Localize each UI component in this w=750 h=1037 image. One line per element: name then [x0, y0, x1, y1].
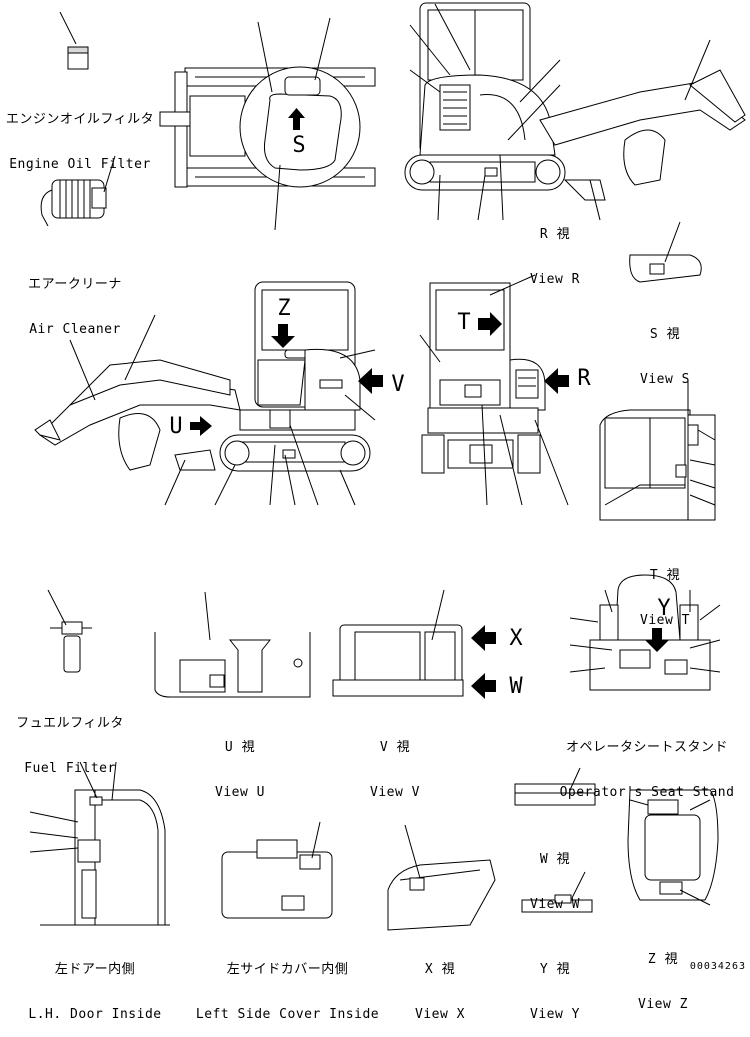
- view-letter-v-marker: V: [391, 372, 405, 397]
- view-u-jp: U 視: [224, 740, 256, 755]
- engine-oil-filter-drawing: [59, 11, 89, 70]
- view-u-en: View U: [215, 785, 265, 800]
- left-side-cover-inside-label: 左サイドカバー内側 Left Side Cover Inside: [190, 932, 385, 1037]
- view-x-drawing: [387, 824, 496, 931]
- view-s-label: S 視 View S: [630, 297, 700, 402]
- view-s-jp: S 視: [649, 327, 681, 342]
- lh-door-inside-drawing: [29, 761, 170, 926]
- view-s-drawing: [629, 221, 702, 283]
- fuel-filter-drawing: [47, 589, 92, 673]
- view-s-en: View S: [640, 372, 690, 387]
- view-letter-y-marker: Y: [657, 596, 671, 621]
- view-t-label: T 視 View T: [630, 538, 700, 643]
- view-v-label: V 視 View V: [360, 710, 430, 815]
- parts-label-location-sheet: エンジンオイルフィルタ Engine Oil Filter エアークリーナ Ai…: [5, 2, 746, 1022]
- engine-oil-filter-jp: エンジンオイルフィルタ: [5, 112, 155, 127]
- view-t-drawing: [599, 380, 716, 521]
- view-v-en: View V: [370, 785, 420, 800]
- view-letter-t-marker: T: [457, 310, 471, 335]
- view-v-drawing: [332, 589, 496, 699]
- view-x-label: X 視 View X: [405, 932, 475, 1037]
- view-u-label: U 視 View U: [205, 710, 275, 815]
- fuel-filter-en: Fuel Filter: [24, 761, 116, 776]
- engine-oil-filter-label: エンジンオイルフィルタ Engine Oil Filter: [5, 82, 155, 187]
- view-letter-z-marker: Z: [277, 296, 291, 321]
- view-v-jp: V 視: [379, 740, 411, 755]
- fuel-filter-label: フュエルフィルタ Fuel Filter: [10, 686, 130, 791]
- view-y-label: Y 視 View Y: [520, 932, 590, 1037]
- operator-seat-stand-jp: オペレータシートスタンド: [565, 740, 728, 755]
- view-w-en: View W: [530, 897, 580, 912]
- view-w-label: W 視 View W: [520, 822, 590, 927]
- right-side-machine-drawing: [404, 2, 746, 221]
- view-z-jp: Z 視: [647, 952, 679, 967]
- engine-oil-filter-en: Engine Oil Filter: [9, 157, 151, 172]
- view-w-drawing: [514, 767, 596, 806]
- lh-door-inside-en: L.H. Door Inside: [28, 1007, 162, 1022]
- view-letter-r-marker: R: [577, 366, 591, 391]
- view-t-en: View T: [640, 613, 690, 628]
- left-side-machine-drawing: [34, 281, 383, 506]
- air-cleaner-en: Air Cleaner: [29, 322, 121, 337]
- air-cleaner-jp: エアークリーナ: [28, 277, 122, 292]
- view-x-jp: X 視: [424, 962, 456, 977]
- left-side-cover-inside-drawing: [221, 821, 333, 919]
- view-u-drawing: [154, 591, 311, 698]
- rear-machine-drawing: [419, 274, 569, 506]
- fuel-filter-jp: フュエルフィルタ: [16, 716, 124, 731]
- left-side-cover-inside-en: Left Side Cover Inside: [195, 1007, 380, 1022]
- view-letter-w-marker: W: [509, 674, 523, 699]
- air-cleaner-label: エアークリーナ Air Cleaner: [10, 247, 140, 352]
- view-y-en: View Y: [530, 1007, 580, 1022]
- top-plan-view: [159, 17, 376, 231]
- lh-door-inside-jp: 左ドアー内側: [54, 962, 136, 977]
- view-t-jp: T 視: [649, 568, 681, 583]
- view-w-jp: W 視: [539, 852, 571, 867]
- document-number: 00034263: [689, 961, 746, 972]
- view-r-label: R 視 View R: [520, 197, 590, 302]
- air-cleaner-drawing: [40, 155, 116, 227]
- view-letter-u-marker: U: [169, 414, 183, 439]
- operator-seat-stand-en: Operator's Seat Stand: [559, 785, 735, 800]
- view-z-drawing: [627, 789, 719, 906]
- operator-seat-stand-drawing: [569, 574, 721, 691]
- operator-seat-stand-label: オペレータシートスタンド Operator's Seat Stand: [552, 710, 742, 815]
- view-r-jp: R 視: [539, 227, 571, 242]
- line-drawings: [29, 2, 746, 931]
- view-y-drawing: [521, 871, 593, 913]
- view-letter-x-marker: X: [509, 626, 523, 651]
- view-z-label: Z 視 View Z: [628, 922, 698, 1027]
- view-r-en: View R: [530, 272, 580, 287]
- view-letter-s-marker: S: [292, 133, 306, 158]
- left-side-cover-inside-jp: 左サイドカバー内側: [226, 962, 349, 977]
- lh-door-inside-label: 左ドアー内側 L.H. Door Inside: [15, 932, 175, 1037]
- view-z-en: View Z: [638, 997, 688, 1012]
- view-x-en: View X: [415, 1007, 465, 1022]
- view-y-jp: Y 視: [539, 962, 571, 977]
